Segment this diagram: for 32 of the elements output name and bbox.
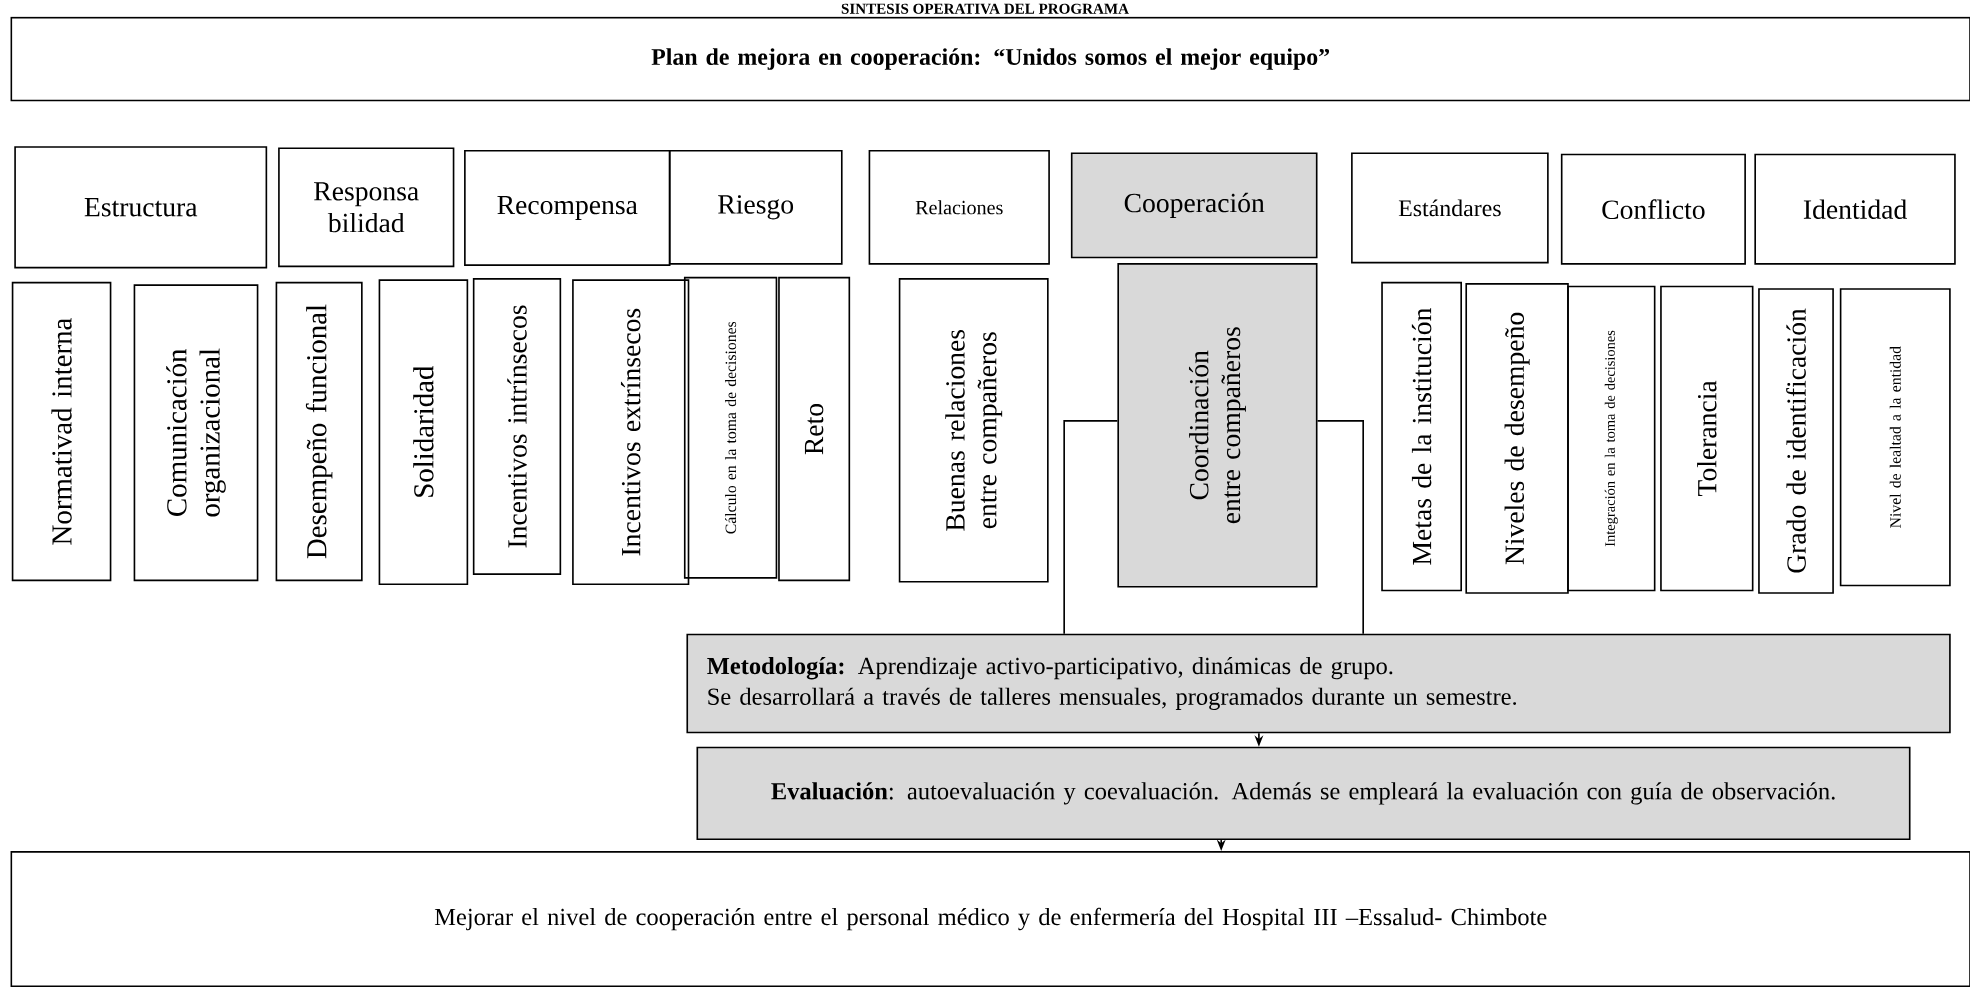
category-box: Recompensa	[464, 150, 671, 266]
category-box: Responsa bilidad	[278, 147, 455, 268]
category-box: Identidad	[1754, 153, 1956, 265]
title: SINTESIS OPERATIVA DEL PROGRAMA	[841, 3, 1129, 14]
evaluation-box: Evaluación: autoevaluación y coevaluación. Además se empleará la evaluación con guía de observación.	[696, 746, 1911, 841]
indicator-box: Coordinación entre compañeros	[1117, 263, 1318, 588]
indicator-box: Buenas relaciones entre compañeros	[898, 278, 1049, 583]
indicator-box: Grado de identificación	[1758, 288, 1834, 594]
category-box: Estructura	[14, 146, 268, 269]
goal-box: Mejorar el nivel de cooperación entre el personal médico y de enfermería del Hospital III –Essalud- Chimbote	[10, 851, 1970, 988]
methodology-box: Metodología: Aprendizaje activo-participativo, dinámicas de grupo. Se desarrollará a través de talleres mensuales, programados durante un semestre.	[686, 633, 1951, 734]
category-box: Relaciones	[868, 150, 1050, 265]
indicator-box: Integración en la toma de decisiones	[1567, 285, 1656, 592]
indicator-box: Normativad interna	[11, 281, 112, 582]
indicator-box: Niveles de desempeño	[1465, 283, 1569, 594]
indicator-box: Tolerancia	[1660, 285, 1754, 592]
indicator-box: Incentivos intrínsecos	[472, 278, 562, 576]
indicator-box: Reto	[778, 276, 851, 582]
category-box: Conflicto	[1560, 153, 1746, 265]
indicator-box: Metas de la institución	[1381, 281, 1462, 592]
indicator-box: Comunicación organizacional	[133, 284, 259, 582]
indicator-box: Incentivos extrínsecos	[572, 279, 690, 586]
category-box: Estándares	[1351, 152, 1549, 264]
indicator-box: Nivel de lealtad a la entidad	[1839, 288, 1951, 587]
category-box: Riesgo	[668, 150, 843, 265]
indicator-box: Desempeño funcional	[275, 281, 363, 582]
connector	[1063, 420, 1119, 635]
heading-box: Plan de mejora en cooperación: “Unidos somos el mejor equipo”	[10, 16, 1970, 102]
category-box: Cooperación	[1070, 152, 1318, 259]
indicator-box: Cálculo en la toma de decisiones	[683, 276, 778, 579]
connector	[1316, 420, 1364, 635]
indicator-box: Solidaridad	[378, 279, 469, 586]
